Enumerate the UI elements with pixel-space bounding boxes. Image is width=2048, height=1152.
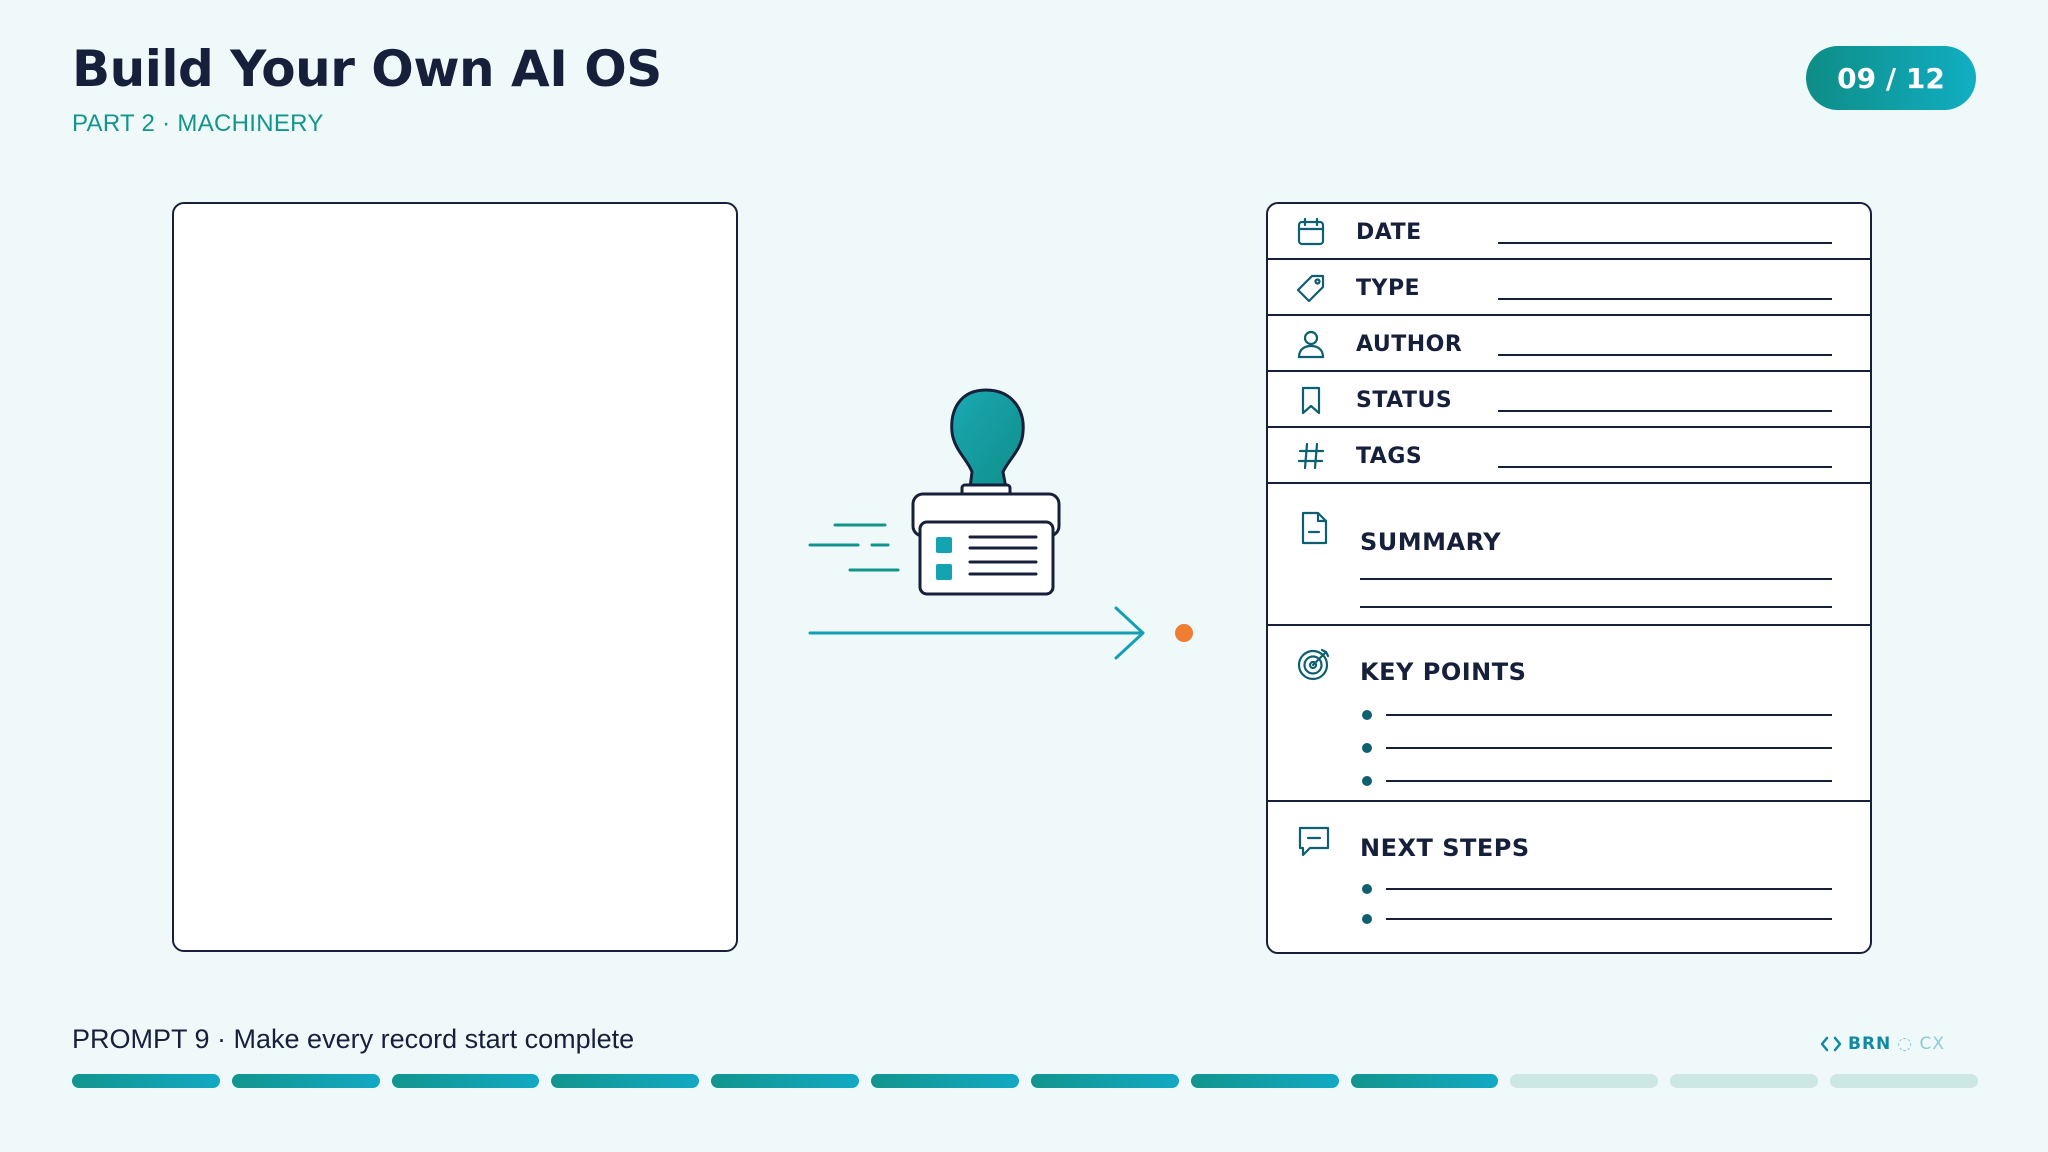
hash-icon [1297, 442, 1325, 470]
document-icon [1301, 511, 1328, 545]
prompt-label: PROMPT 9 · Make every record start compl… [72, 1024, 635, 1054]
progress-segment [72, 1074, 220, 1088]
stamp-handle-icon [950, 388, 1025, 490]
input-line [1498, 298, 1832, 300]
form-label-next-steps: NEXT STEPS [1360, 834, 1530, 862]
progress-segment [551, 1074, 700, 1088]
input-line [1498, 466, 1832, 468]
input-line [1386, 888, 1832, 890]
calendar-icon [1297, 217, 1325, 246]
tag-icon [1296, 274, 1325, 303]
brand-suffix: ◌ CX [1897, 1034, 1946, 1054]
input-line [1498, 410, 1832, 412]
code-brackets-icon [1820, 1036, 1842, 1052]
bullet-icon [1362, 710, 1372, 720]
orange-dot-icon [1175, 624, 1193, 642]
input-line [1386, 747, 1832, 749]
progress-bar [72, 1074, 1978, 1088]
form-label-date: DATE [1356, 220, 1422, 245]
arrow-right-icon [808, 606, 1145, 660]
bullet-icon [1362, 776, 1372, 786]
input-line [1498, 242, 1832, 244]
progress-segment [1510, 1074, 1659, 1088]
bookmark-icon [1301, 386, 1321, 415]
progress-segment [711, 1074, 860, 1088]
progress-segment [1350, 1074, 1499, 1088]
input-line [1386, 918, 1832, 920]
form-section-key-points[interactable]: KEY POINTS [1268, 626, 1870, 802]
input-line [1386, 780, 1832, 782]
input-line [1498, 354, 1832, 356]
progress-segment [1830, 1074, 1978, 1088]
form-label-author: AUTHOR [1356, 332, 1463, 357]
form-row-type[interactable]: TYPE [1268, 260, 1870, 316]
brand-logo: BRN ◌ CX [1820, 1032, 1945, 1056]
form-label-tags: TAGS [1356, 444, 1423, 469]
record-form: DATE TYPE AUTHOR STATUS [1266, 202, 1872, 954]
progress-segment [1190, 1074, 1339, 1088]
person-icon [1297, 330, 1325, 359]
page-title: Build Your Own AI OS [72, 40, 662, 98]
form-label-summary: SUMMARY [1360, 528, 1502, 556]
progress-segment [871, 1074, 1019, 1088]
stamp-card-icon [918, 520, 1055, 596]
bullet-icon [1362, 914, 1372, 924]
form-label-key-points: KEY POINTS [1360, 658, 1527, 686]
input-line [1360, 578, 1832, 580]
form-row-tags[interactable]: TAGS [1268, 428, 1870, 484]
progress-segment [1030, 1074, 1179, 1088]
form-section-next-steps[interactable]: NEXT STEPS [1268, 802, 1870, 952]
progress-segment [231, 1074, 380, 1088]
form-row-author[interactable]: AUTHOR [1268, 316, 1870, 372]
form-row-status[interactable]: STATUS [1268, 372, 1870, 428]
stamp-illustration [808, 388, 1193, 660]
progress-segment [1670, 1074, 1819, 1088]
progress-segment [391, 1074, 540, 1088]
blank-document [172, 202, 738, 952]
motion-lines-icon [808, 523, 900, 572]
input-line [1386, 714, 1832, 716]
form-label-type: TYPE [1356, 276, 1421, 301]
form-section-summary[interactable]: SUMMARY [1268, 484, 1870, 626]
input-line [1360, 606, 1832, 608]
bullet-icon [1362, 743, 1372, 753]
form-label-status: STATUS [1356, 388, 1453, 413]
section-subtitle: PART 2 · MACHINERY [72, 110, 324, 137]
chat-bubble-icon [1298, 826, 1330, 857]
bullet-icon [1362, 884, 1372, 894]
brand-name: BRN [1848, 1034, 1892, 1054]
target-icon [1297, 648, 1330, 681]
page-indicator-badge: 09 / 12 [1806, 46, 1976, 110]
form-row-date[interactable]: DATE [1268, 204, 1870, 260]
